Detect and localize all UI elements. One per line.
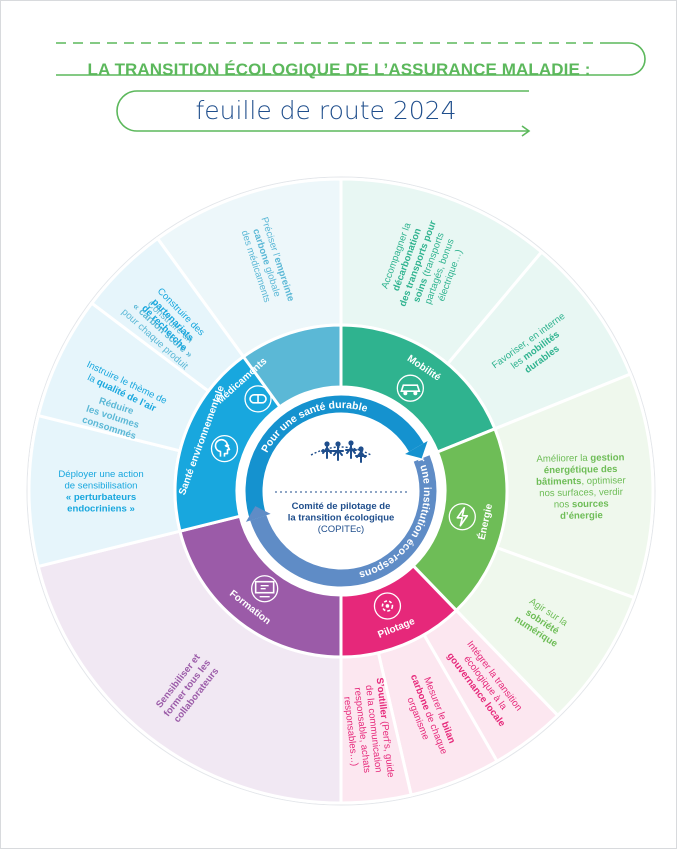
action-text-part: « perturbateurs — [66, 492, 136, 503]
action-text-part: de sensibilisation — [64, 480, 137, 491]
action-line: Déployer une action — [58, 469, 143, 480]
action-line: endocriniens » — [67, 503, 135, 514]
action-line: bâtiments, optimiser — [536, 475, 627, 488]
action-text-part: nos surfaces, verdir — [539, 487, 624, 499]
action-line: nos surfaces, verdir — [539, 487, 624, 499]
action-text-part: gestion — [590, 452, 624, 464]
committee-line-3: (COPITEc) — [318, 524, 364, 535]
action-text-part: bâtiments — [536, 476, 582, 488]
arc-band-top — [245, 395, 424, 521]
cnam-logo-icon — [310, 440, 372, 463]
gear-cycle-icon — [373, 592, 402, 620]
lightning-icon — [448, 503, 476, 531]
presentation-icon — [251, 575, 279, 603]
action-line: nos sources — [554, 499, 609, 511]
action-text-part: , optimiser — [581, 475, 626, 487]
car-icon — [396, 374, 424, 402]
page-subtitle: feuille de route 2024 — [195, 96, 457, 125]
action-text-part: S’outiller — [374, 677, 390, 719]
action-text-part: Améliorer la — [536, 453, 590, 465]
leaf-head-icon — [210, 434, 239, 463]
action-text-part: Déployer une action — [58, 469, 143, 480]
pill-icon — [244, 385, 272, 413]
center-disc — [237, 387, 445, 595]
action-text-part: endocriniens » — [67, 503, 135, 514]
page-title: LA TRANSITION ÉCOLOGIQUE DE L’ASSURANCE … — [87, 60, 591, 79]
arrow-head — [245, 506, 271, 522]
arc-band-bottom — [250, 455, 437, 587]
action-line: « perturbateurs — [66, 492, 136, 503]
action-text-part: nos — [554, 499, 572, 510]
action-line: de sensibilisation — [64, 480, 137, 491]
action-line: Améliorer la gestion — [536, 452, 624, 465]
action-line: d’énergie — [560, 510, 603, 522]
action-text-part: sources — [572, 499, 609, 511]
action-text-part: énergétique des — [544, 464, 618, 476]
action-text-part: la — [86, 372, 100, 386]
committee-line-2: la transition écologique — [288, 513, 395, 524]
committee-line-1: Comité de pilotage de — [292, 501, 391, 512]
arrow-head — [405, 441, 428, 459]
action-line: énergétique des — [544, 464, 618, 476]
action-text-part: d’énergie — [560, 510, 603, 522]
